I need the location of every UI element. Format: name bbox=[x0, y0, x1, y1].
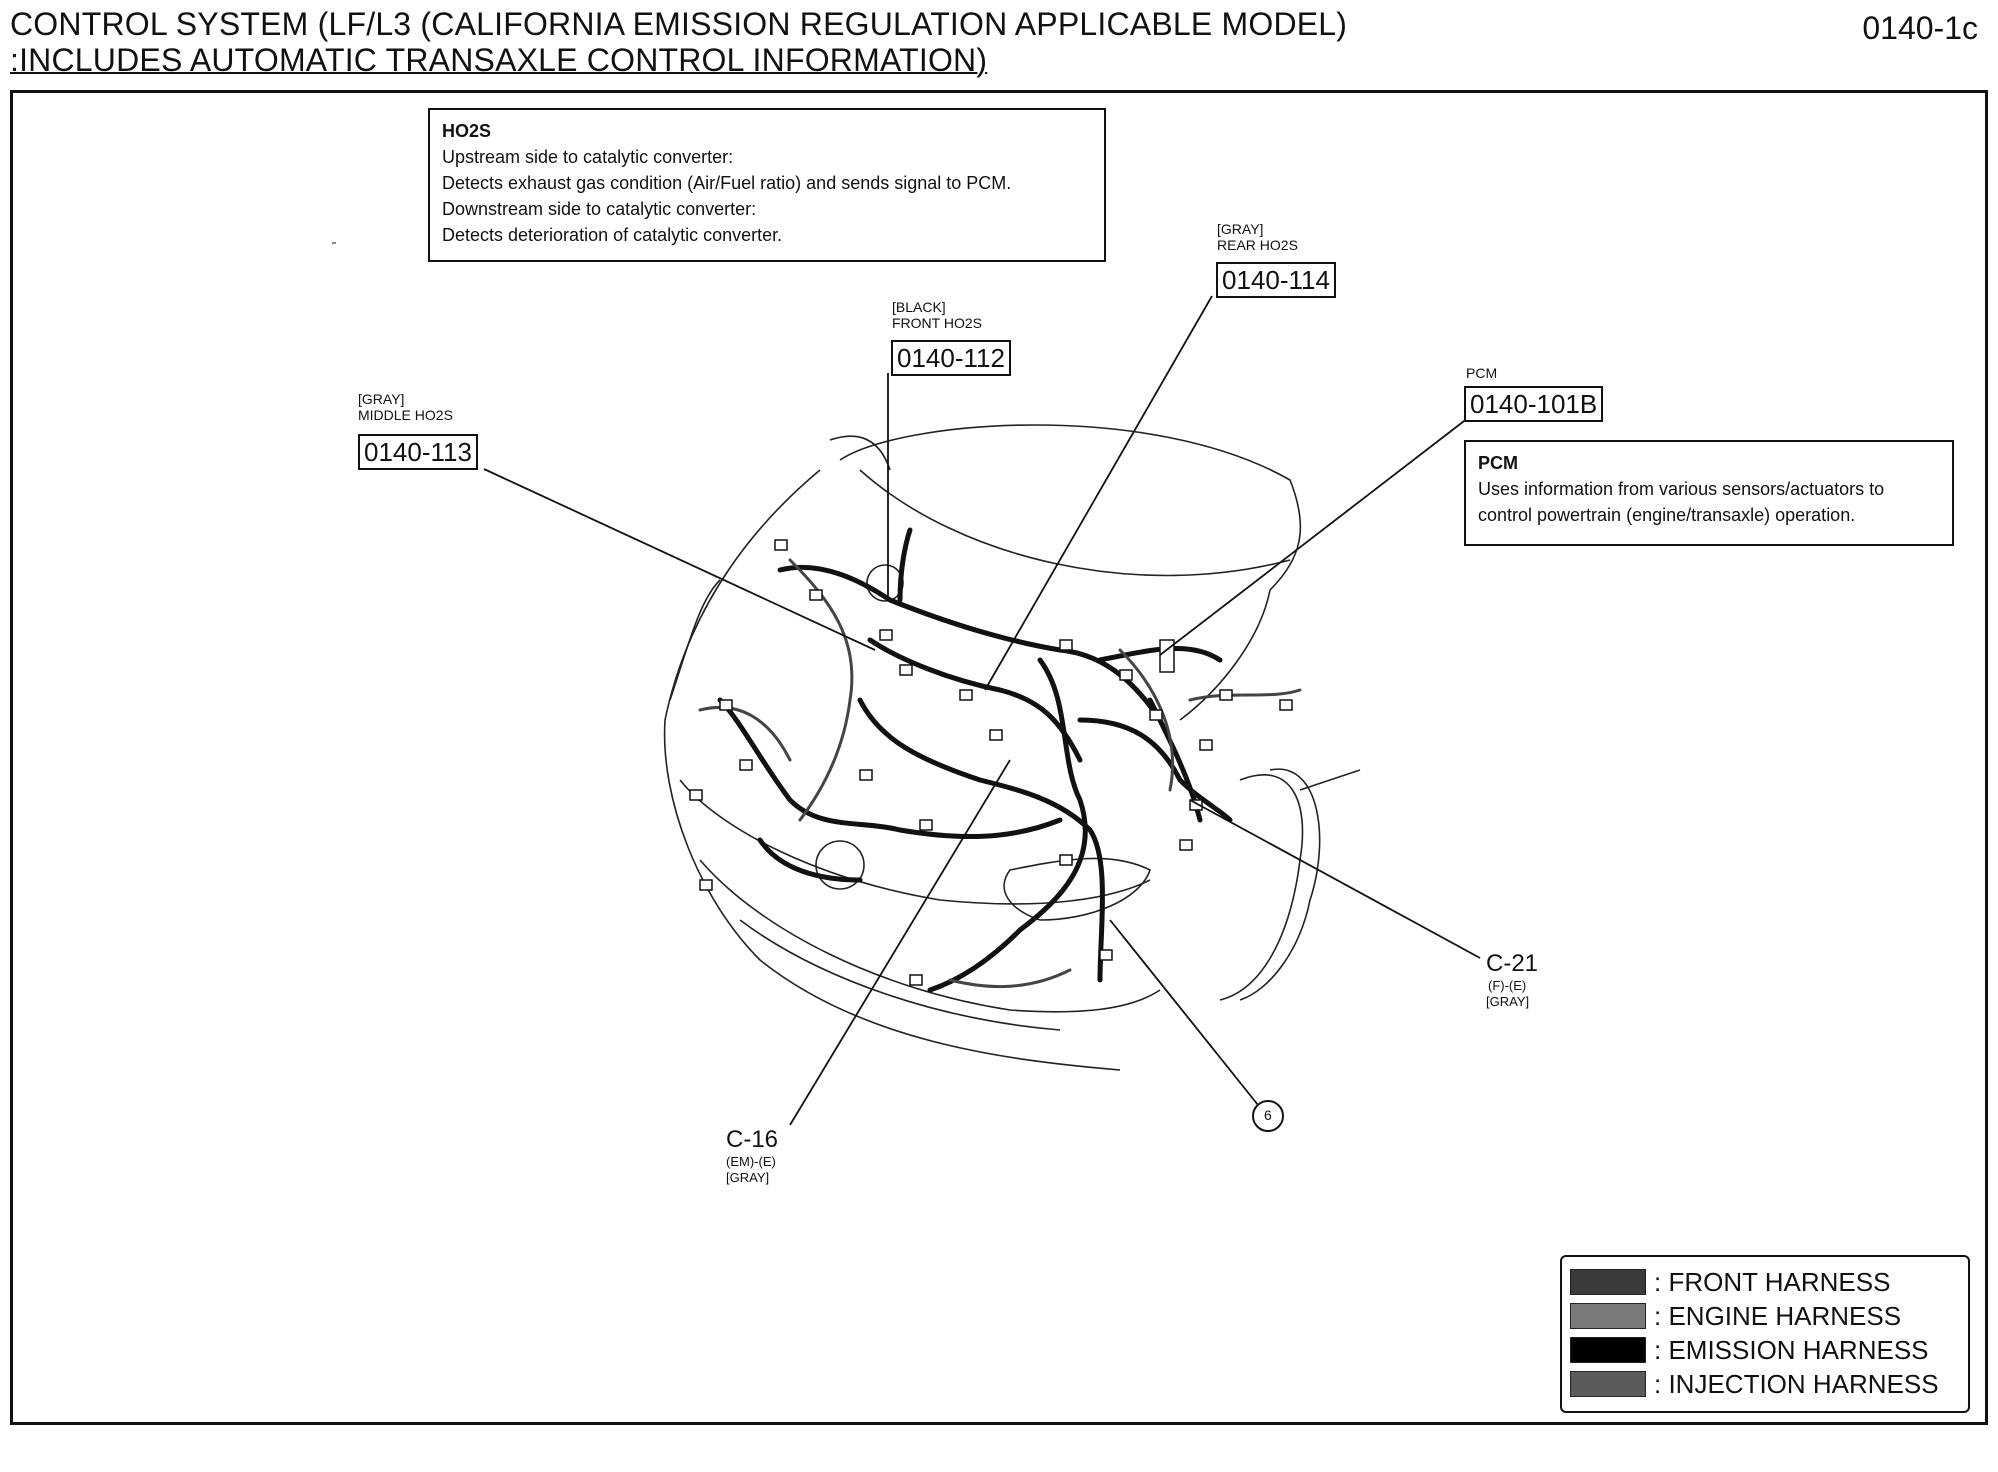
c21-pins: (F)-(E) bbox=[1488, 978, 1527, 993]
ho2s-box-line: Detects exhaust gas condition (Air/Fuel … bbox=[442, 173, 1012, 193]
c21-id: C-21 bbox=[1486, 950, 1539, 977]
ho2s-box-line: Downstream side to catalytic converter: bbox=[442, 199, 757, 219]
legend-swatch bbox=[1570, 1303, 1646, 1329]
legend-label: : ENGINE HARNESS bbox=[1654, 1300, 1902, 1331]
legend-label: : FRONT HARNESS bbox=[1654, 1266, 1891, 1297]
title-line-1: CONTROL SYSTEM (LF/L3 (CALIFORNIA EMISSI… bbox=[10, 6, 1348, 42]
front-ho2s-color: [BLACK] bbox=[892, 299, 946, 315]
middle-ho2s-code[interactable]: 0140-113 bbox=[358, 434, 478, 470]
pcm-box-line: control powertrain (engine/transaxle) op… bbox=[1478, 505, 1856, 525]
front-ho2s-name: FRONT HO2S bbox=[892, 315, 982, 331]
rear-ho2s-code[interactable]: 0140-114 bbox=[1216, 262, 1336, 298]
diagram-frame bbox=[10, 90, 1988, 1425]
pcm-box-line: Uses information from various sensors/ac… bbox=[1478, 479, 1885, 499]
legend-item-emission-harness: : EMISSION HARNESS bbox=[1570, 1333, 1960, 1367]
legend-label: : EMISSION HARNESS bbox=[1654, 1334, 1929, 1365]
ho2s-info-box: HO2S Upstream side to catalytic converte… bbox=[428, 108, 1106, 262]
page-id: 0140-1c bbox=[1862, 10, 1978, 46]
legend-item-injection-harness: : INJECTION HARNESS bbox=[1570, 1367, 1960, 1401]
rear-ho2s-color: [GRAY] bbox=[1217, 221, 1264, 237]
pcm-box-heading: PCM bbox=[1478, 453, 1518, 473]
c16-pins: (EM)-(E) bbox=[726, 1154, 776, 1169]
ground-number: 6 bbox=[1264, 1107, 1272, 1123]
c21-color: [GRAY] bbox=[1486, 994, 1530, 1009]
middle-ho2s-name: MIDDLE HO2S bbox=[358, 407, 453, 423]
legend-swatch bbox=[1570, 1371, 1646, 1397]
front-ho2s-code[interactable]: 0140-112 bbox=[891, 340, 1011, 376]
ho2s-box-line: Upstream side to catalytic converter: bbox=[442, 147, 734, 167]
legend-item-engine-harness: : ENGINE HARNESS bbox=[1570, 1299, 1960, 1333]
rear-ho2s-name: REAR HO2S bbox=[1217, 237, 1298, 253]
legend-item-front-harness: : FRONT HARNESS bbox=[1570, 1265, 1960, 1299]
legend-label: : INJECTION HARNESS bbox=[1654, 1368, 1939, 1399]
ho2s-box-heading: HO2S bbox=[442, 121, 492, 141]
c16-id: C-16 bbox=[726, 1126, 779, 1153]
harness-legend: : FRONT HARNESS : ENGINE HARNESS : EMISS… bbox=[1560, 1255, 1970, 1413]
ground-point-circle bbox=[1252, 1100, 1284, 1132]
title-line-2: :INCLUDES AUTOMATIC TRANSAXLE CONTROL IN… bbox=[10, 42, 988, 78]
ho2s-box-line: Detects deterioration of catalytic conve… bbox=[442, 225, 783, 245]
pcm-info-box: PCM Uses information from various sensor… bbox=[1464, 440, 1954, 546]
c16-color: [GRAY] bbox=[726, 1170, 770, 1185]
legend-swatch bbox=[1570, 1269, 1646, 1295]
pcm-name: PCM bbox=[1466, 365, 1498, 381]
legend-swatch bbox=[1570, 1337, 1646, 1363]
page-title: CONTROL SYSTEM (LF/L3 (CALIFORNIA EMISSI… bbox=[10, 6, 1347, 78]
pcm-code[interactable]: 0140-101B bbox=[1464, 386, 1604, 422]
middle-ho2s-color: [GRAY] bbox=[358, 391, 405, 407]
